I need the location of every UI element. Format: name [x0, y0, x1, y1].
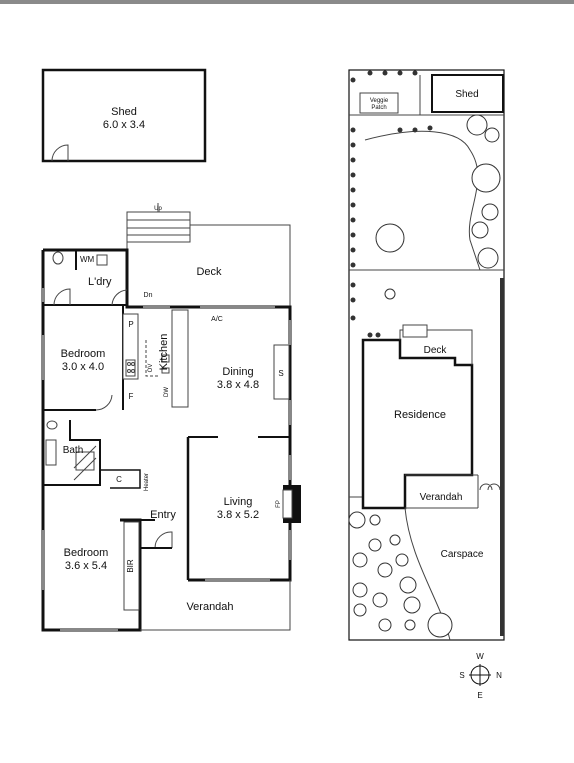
bedroom1-size: 3.0 x 4.0 [62, 361, 104, 373]
ac-label: A/C [211, 316, 223, 323]
fireplace-label: FP [276, 500, 282, 508]
compass-n: N [496, 671, 502, 680]
living-name: Living [224, 496, 253, 508]
site-plan: Veggie Patch Shed Deck Residence Veranda… [348, 69, 505, 641]
bath-label: Bath [63, 445, 84, 456]
pantry-label: P [128, 320, 133, 329]
site-shed-label: Shed [455, 89, 478, 100]
shed-building: Shed 6.0 x 3.4 [41, 68, 207, 163]
veggie-patch-line1: Veggie [370, 98, 389, 104]
site-deck-label: Deck [424, 345, 448, 356]
oven-label: OV [148, 364, 154, 373]
dishwasher-label: DW [164, 387, 170, 397]
verandah-label: Verandah [186, 601, 233, 613]
deck-label: Deck [196, 266, 222, 278]
compass-w: W [476, 652, 484, 661]
compass-e: E [477, 691, 482, 700]
bir-label: BIR [126, 559, 135, 573]
entry-label: Entry [150, 509, 176, 521]
bedroom2-name: Bedroom [64, 547, 109, 559]
fridge-label: F [129, 392, 134, 401]
bedroom2-size: 3.6 x 5.4 [65, 560, 107, 572]
heater-label: Heater [144, 473, 150, 491]
shed-name: Shed [111, 106, 137, 118]
bedroom1-name: Bedroom [61, 348, 106, 360]
dining-size: 3.8 x 4.8 [217, 379, 259, 391]
floor-labels: WM L'dry Bedroom 3.0 x 4.0 P F Kitchen O… [61, 255, 284, 613]
compass-rose: W E S N [459, 652, 502, 700]
kitchen-label: Kitchen [158, 334, 170, 371]
stairs-up-label: Up [154, 206, 162, 212]
deck-area: Up Deck Dn [126, 203, 291, 308]
s-unit-label: S [278, 369, 283, 378]
step-down-label: Dn [144, 292, 153, 299]
site-verandah-label: Verandah [420, 492, 463, 503]
cupboard-label: C [116, 475, 122, 484]
veggie-patch-line2: Patch [371, 105, 386, 111]
top-border [0, 0, 574, 4]
shed-size: 6.0 x 3.4 [103, 119, 145, 131]
residence-label: Residence [394, 409, 446, 421]
dining-name: Dining [222, 366, 253, 378]
house-walls [41, 248, 301, 632]
carspace-label: Carspace [441, 549, 484, 560]
laundry-label: L'dry [88, 276, 112, 288]
wm-label: WM [80, 255, 95, 264]
living-size: 3.8 x 5.2 [217, 509, 259, 521]
compass-s: S [459, 671, 464, 680]
